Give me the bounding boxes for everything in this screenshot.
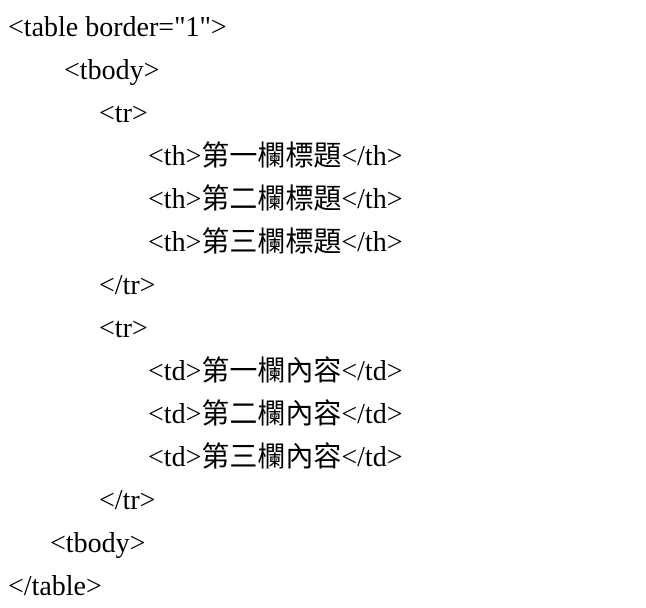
code-line: </tr> [8,485,156,516]
code-line: <th>第三欄標題</th> [8,227,403,258]
code-line: </table> [8,571,102,602]
code-line: <table border="1"> [8,12,227,43]
code-line: <th>第二欄標題</th> [8,184,403,215]
code-line: <th>第一欄標題</th> [8,141,403,172]
code-line: <td>第一欄內容</td> [8,356,403,387]
code-line: <tbody> [8,55,160,86]
code-line: <td>第三欄內容</td> [8,442,403,473]
code-line: <tr> [8,98,148,129]
code-line: </tr> [8,270,156,301]
code-line: <td>第二欄內容</td> [8,399,403,430]
code-line: <tr> [8,313,148,344]
code-line: <tbody> [8,528,146,559]
